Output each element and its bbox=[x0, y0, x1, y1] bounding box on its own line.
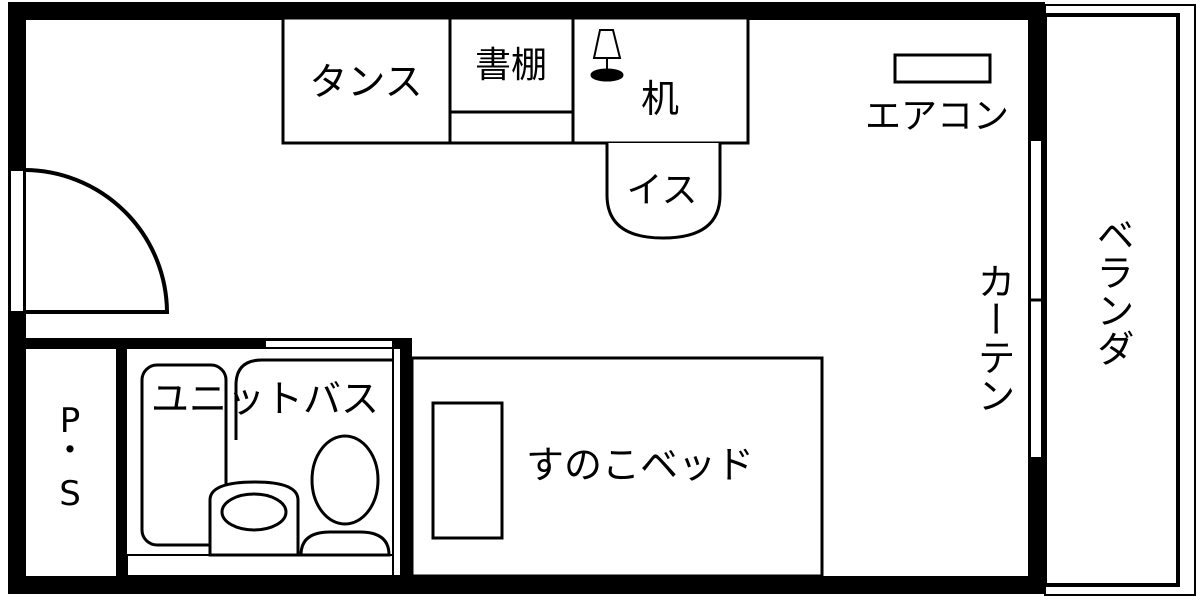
veranda-window bbox=[1029, 139, 1043, 459]
aircon-label: エアコン bbox=[865, 96, 1009, 137]
interior-walls bbox=[22, 338, 412, 578]
lamp-icon bbox=[590, 29, 624, 82]
toilet-bowl-icon bbox=[310, 434, 380, 526]
bookshelf bbox=[448, 16, 575, 114]
bath-door bbox=[264, 339, 402, 577]
sink-basin-icon bbox=[220, 492, 288, 532]
desk-label: 机 bbox=[641, 77, 679, 121]
entrance-door bbox=[9, 168, 170, 314]
ps-label-s: S bbox=[59, 474, 81, 514]
veranda-label: ベランダ bbox=[1090, 215, 1134, 367]
unit-bath-label: ユニットバス bbox=[151, 377, 379, 421]
bath-curtain-line bbox=[234, 358, 393, 440]
chair-label: イス bbox=[627, 170, 698, 211]
bed: すのこベッド bbox=[410, 356, 824, 578]
ps-label-dot: ・ bbox=[53, 431, 87, 471]
chair bbox=[605, 143, 722, 240]
furniture-top: タンス 書棚 机 イス エアコン bbox=[281, 16, 1009, 240]
unit-bath: ユニットバス bbox=[126, 358, 394, 577]
pillow bbox=[431, 401, 504, 540]
tansu-label: タンス bbox=[309, 60, 422, 104]
bookshelf-label: 書棚 bbox=[475, 45, 547, 86]
ps-label-p: P bbox=[60, 401, 81, 441]
curtain-label: カーテン bbox=[971, 262, 1015, 414]
tansu bbox=[281, 16, 452, 145]
aircon bbox=[893, 53, 992, 84]
bed-label: すのこベッド bbox=[526, 443, 754, 487]
pipe-space: P ・ S bbox=[53, 401, 87, 514]
toilet-tank-icon bbox=[299, 530, 391, 557]
